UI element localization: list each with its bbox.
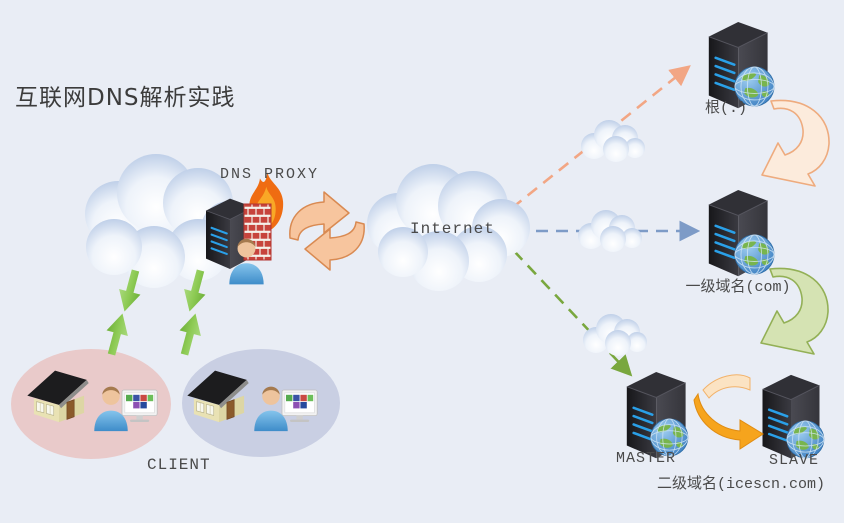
globe-icon-tld <box>734 234 775 275</box>
master-server-node <box>625 370 689 460</box>
tld-server-node <box>707 188 775 278</box>
root-server-label: 根(.) <box>704 100 747 117</box>
internet-label: Internet <box>410 220 495 238</box>
dns-proxy-node <box>204 172 284 285</box>
dns-proxy-label: DNS PROXY <box>220 166 320 183</box>
slave-server-label: SLAVE <box>769 452 820 469</box>
dashed-line-to-master <box>513 250 633 377</box>
curved-arrow-root-to-tld-icon <box>761 99 830 187</box>
small-cloud-icon-root-path <box>581 120 645 162</box>
slave-server-node <box>761 373 825 460</box>
master-server-label: MASTER <box>616 450 677 467</box>
page-title: 互联网DNS解析实践 <box>15 85 236 111</box>
sync-arrow-left-icon <box>304 221 365 271</box>
small-cloud-icon-tld-path <box>578 210 642 252</box>
second-level-domain-label: 二级域名(icescn.com) <box>656 476 826 493</box>
sync-arrows-icon <box>289 191 365 271</box>
client-label: CLIENT <box>147 456 211 474</box>
sync-arrow-right-icon <box>289 191 350 241</box>
arrow-up-right-icon <box>173 310 207 358</box>
internet-cloud-icon <box>367 164 530 291</box>
small-cloud-icon-master-path <box>583 314 647 356</box>
master-slave-arrow-icon <box>693 374 764 450</box>
tld-server-label: 一级域名(com) <box>685 279 791 296</box>
